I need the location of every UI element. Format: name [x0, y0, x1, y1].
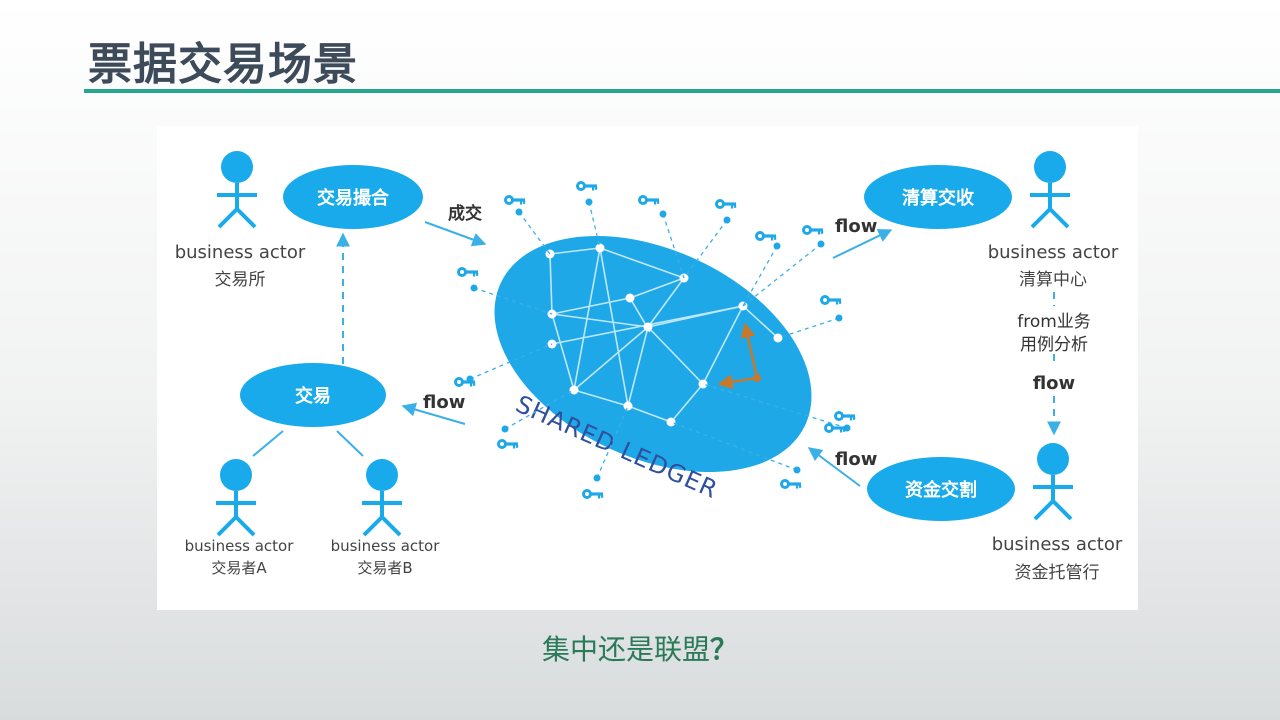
actor-trader-a: business actor 交易者A: [185, 459, 295, 577]
node-clearing: 清算交收: [864, 165, 1012, 229]
node-trade: 交易: [240, 363, 386, 427]
key-icon: [504, 195, 525, 205]
key-icon: [755, 231, 776, 241]
actor-clearing-center-role: business actor: [988, 242, 1119, 263]
actor-custodian: business actor 资金托管行: [992, 443, 1123, 583]
actor-custodian-name: 资金托管行: [1015, 563, 1100, 583]
node-trade-label: 交易: [295, 385, 331, 407]
business-scenario-diagram: SHARED LEDGER: [157, 126, 1138, 610]
source-note-line1: from业务: [1017, 312, 1091, 332]
actor-custodian-role: business actor: [992, 534, 1123, 555]
page-title: 票据交易场景: [88, 28, 358, 92]
node-settlement-label: 资金交割: [905, 479, 977, 501]
flow-clearing-label: flow: [835, 216, 877, 237]
key-icon: [820, 295, 841, 305]
flow-settlement-label: flow: [835, 449, 877, 470]
source-note-line2: 用例分析: [1020, 335, 1088, 355]
actor-icon: [216, 459, 256, 535]
key-icon: [582, 489, 603, 499]
key-icon: [715, 199, 736, 209]
key-icon: [834, 411, 855, 421]
actor-exchange: business actor 交易所: [175, 151, 306, 290]
actor-exchange-name: 交易所: [215, 270, 266, 290]
actor-clearing-center-name: 清算中心: [1019, 270, 1087, 290]
node-settlement: 资金交割: [867, 457, 1015, 521]
key-icon: [457, 267, 478, 277]
node-match: 交易撮合: [283, 165, 423, 229]
shared-ledger: SHARED LEDGER: [457, 189, 849, 520]
trade-links: [253, 431, 363, 456]
key-icon: [780, 479, 801, 489]
question-mark: ？: [710, 633, 738, 666]
flow-vertical-label: flow: [1033, 373, 1075, 394]
key-icon: [497, 439, 518, 449]
key-icon: [576, 181, 597, 191]
actor-trader-b-name: 交易者B: [357, 559, 412, 577]
diagram-canvas: SHARED LEDGER: [157, 126, 1138, 610]
actor-icon: [1033, 443, 1073, 519]
actor-trader-a-role: business actor: [185, 537, 295, 555]
actor-icon: [362, 459, 402, 535]
key-icon: [638, 195, 659, 205]
actor-trader-b: business actor 交易者B: [331, 459, 441, 577]
question-text: 集中还是联盟: [542, 633, 710, 666]
key-icon: [802, 225, 823, 235]
actor-trader-a-name: 交易者A: [211, 559, 267, 577]
deal-arrow: [425, 222, 485, 244]
title-underline: [84, 89, 1280, 93]
actor-exchange-role: business actor: [175, 242, 306, 263]
node-clearing-label: 清算交收: [902, 187, 974, 209]
flow-trade-label: flow: [423, 392, 465, 413]
actor-icon: [217, 151, 257, 227]
key-icon: [824, 423, 845, 433]
closing-question: 集中还是联盟？: [0, 628, 1280, 668]
node-match-label: 交易撮合: [317, 187, 390, 209]
deal-label: 成交: [448, 203, 482, 224]
actor-trader-b-role: business actor: [331, 537, 441, 555]
actor-icon: [1030, 151, 1070, 227]
actor-clearing-center: business actor 清算中心: [988, 151, 1119, 290]
